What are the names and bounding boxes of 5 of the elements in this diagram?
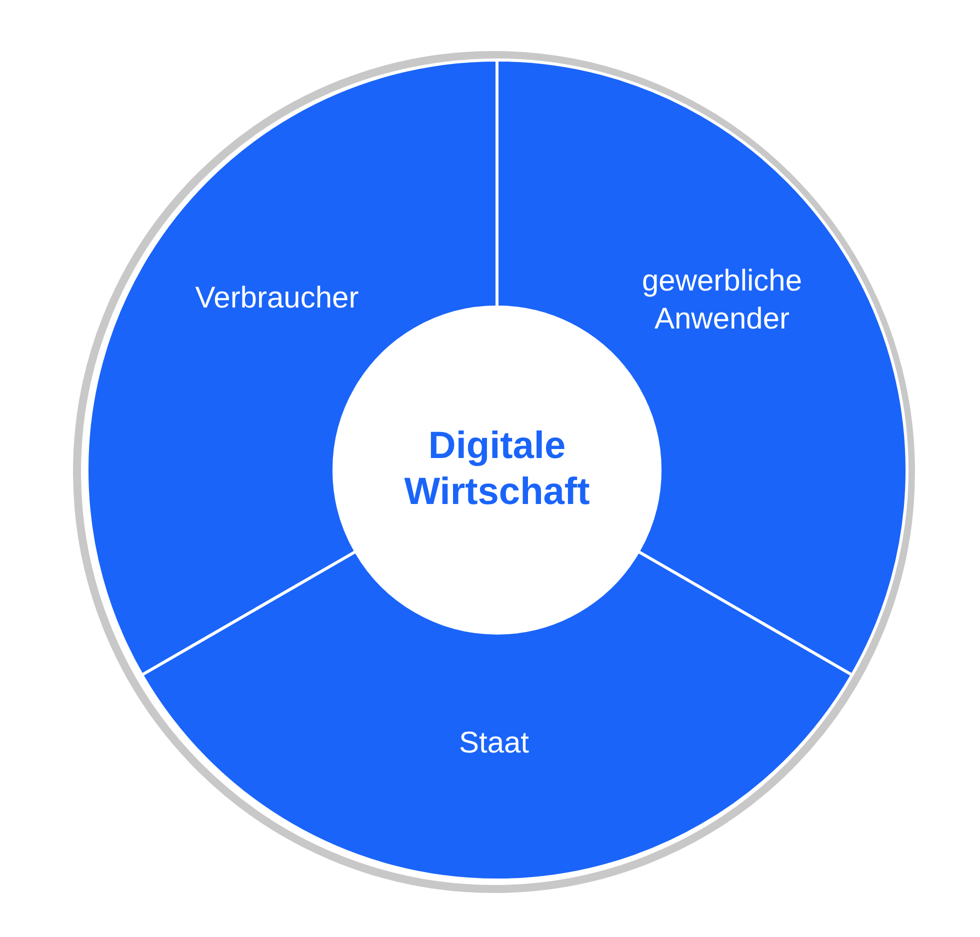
ring-segment [142, 551, 852, 880]
center-label: Digitale Wirtschaft [403, 424, 591, 515]
segment-label: Verbraucher [194, 280, 360, 316]
segment-label: Staat [458, 725, 530, 762]
segment-label: gewerbliche Anwender [640, 264, 804, 337]
